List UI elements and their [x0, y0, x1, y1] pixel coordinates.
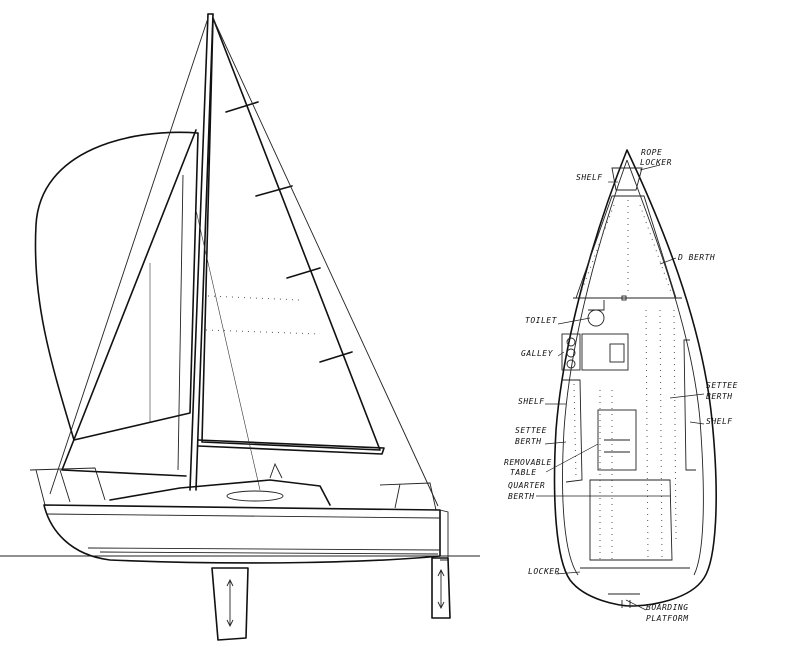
mast: [189, 13, 209, 491]
hull: [43, 504, 441, 564]
plan-hull-outline: [553, 149, 717, 607]
label-locker: LOCKER: [528, 567, 560, 576]
quarter-berth: [589, 479, 673, 561]
settee-port: [562, 379, 583, 483]
label-toilet: TOILET: [525, 316, 558, 325]
settee-stbd: [683, 339, 696, 471]
plan-leaders: [536, 164, 705, 611]
battens: [225, 101, 353, 363]
rudder: [431, 557, 451, 619]
label-v-berth: D BERTH: [677, 253, 715, 262]
label-boarding: BOARDING: [646, 603, 689, 612]
v-berth: [575, 195, 677, 299]
rudder-lift-arrow: [437, 568, 445, 610]
label-shelf-port: SHELF: [518, 397, 545, 406]
spinnaker-sail: [34, 131, 199, 441]
label-quarter: QUARTER: [508, 481, 545, 490]
label-settee-stbd-2: BERTH: [706, 392, 733, 401]
forehatch: [226, 490, 284, 502]
cabin-top: [109, 479, 331, 506]
label-settee-port-1: SETTEE: [515, 426, 547, 435]
boom: [197, 439, 385, 455]
label-settee-stbd-1: SETTEE: [706, 381, 738, 390]
label-galley: GALLEY: [521, 349, 554, 358]
label-rope: ROPE: [641, 148, 662, 157]
galley-unit: [561, 333, 581, 371]
label-quarter-berth: BERTH: [508, 492, 535, 501]
toilet: [587, 309, 605, 327]
removable-table: [597, 409, 637, 471]
profile-view: [0, 13, 480, 641]
label-table: TABLE: [510, 468, 537, 477]
label-shelf-fwd: SHELF: [576, 173, 603, 182]
bow-pulpit: [29, 467, 106, 506]
keel: [211, 567, 249, 641]
plan-view: ROPE LOCKER SHELF D BERTH TOILET GALLEY …: [504, 148, 738, 623]
label-shelf-stbd: SHELF: [706, 417, 733, 426]
stern-pushpit: [379, 482, 437, 511]
label-removable: REMOVABLE: [504, 458, 552, 467]
forestay: [49, 17, 209, 495]
label-locker-rope: LOCKER: [640, 158, 672, 167]
jib-sail: [61, 129, 197, 477]
label-settee-port-2: BERTH: [515, 437, 542, 446]
boarding-platform: [608, 593, 640, 608]
mainsail: [201, 17, 381, 451]
label-platform: PLATFORM: [646, 614, 689, 623]
rope-locker-box: [611, 167, 643, 191]
keel-lift-arrow: [226, 578, 234, 628]
backstay: [212, 17, 439, 507]
